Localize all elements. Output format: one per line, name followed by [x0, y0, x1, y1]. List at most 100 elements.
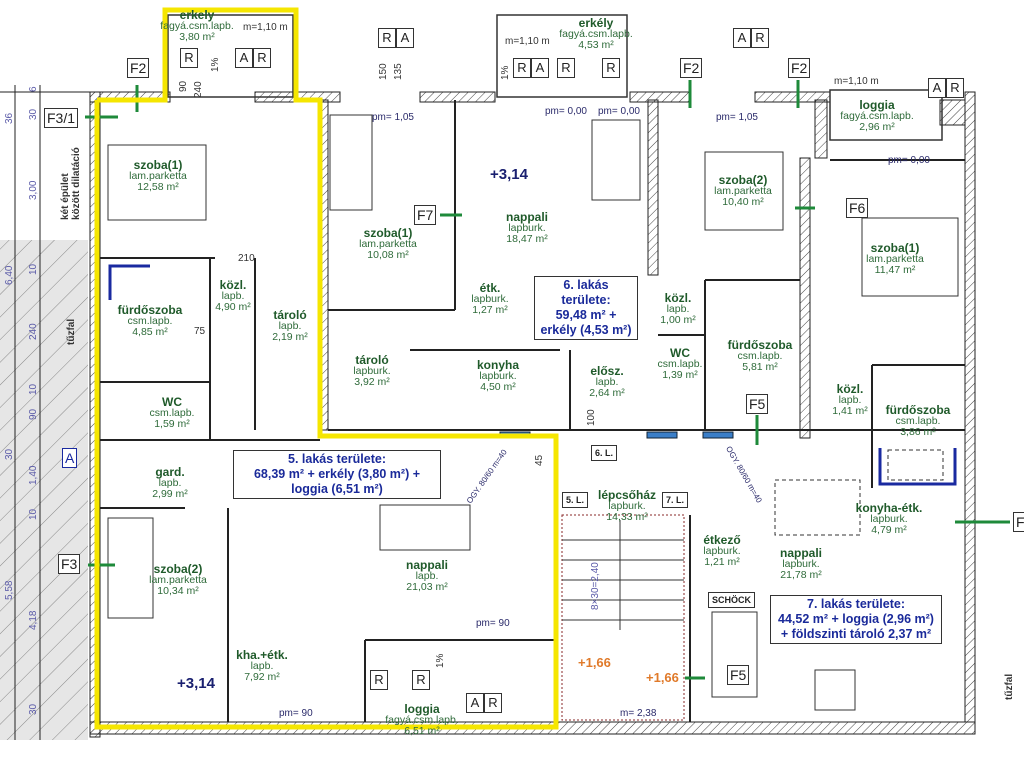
- landing-level-marker: +1,66: [646, 670, 679, 685]
- room-name: erkely: [179, 8, 215, 22]
- section-tag-f2: F2: [127, 58, 150, 78]
- dim-left: 30: [4, 448, 15, 460]
- tag-r: R: [180, 48, 198, 68]
- room-floor: lapb.: [278, 320, 302, 332]
- level-marker: +3,14: [177, 675, 215, 692]
- room-area: 2,64 m²: [589, 387, 625, 399]
- dimension-lines: [0, 85, 90, 740]
- railing-height: m=1,10 m: [243, 22, 288, 33]
- tag-r: R: [412, 670, 430, 690]
- dim-left: 10: [28, 383, 39, 395]
- parapet-height: pm= 0,00: [888, 155, 930, 166]
- room-name: konyha-étk.: [855, 501, 923, 515]
- room-name: gard.: [155, 465, 185, 479]
- section-tag-f7: F7: [414, 205, 437, 225]
- apartment-balcony: erkély (4,53 m²): [540, 323, 632, 337]
- section-tag-f2: F2: [788, 58, 811, 78]
- ra-tag: R: [602, 58, 620, 78]
- room-floor: lapb.: [838, 394, 862, 406]
- room-name: loggia: [859, 98, 895, 112]
- room-name: szoba(1): [870, 241, 920, 255]
- room-area: 18,47 m²: [506, 233, 548, 245]
- room-floor: lapburk.: [703, 545, 741, 557]
- section-tag-f6: F6: [846, 198, 869, 218]
- room-name: nappali: [405, 558, 449, 572]
- room-area: 10,40 m²: [722, 196, 764, 208]
- room-area: 10,34 m²: [157, 585, 199, 597]
- room-name: szoba(2): [718, 173, 768, 187]
- room-floor: fagyá.csm.lapb.: [840, 110, 914, 122]
- parapet-height: pm= 90: [476, 618, 510, 629]
- tag-a: A: [396, 28, 414, 48]
- room-label: közl.lapb.1,00 m²: [660, 291, 696, 326]
- apartment-7-area-box: 7. lakás területe: 44,52 m² + loggia (2,…: [770, 595, 942, 644]
- room-area: 1,27 m²: [472, 304, 508, 316]
- room-name: közl.: [836, 382, 864, 396]
- opening-dim: 100: [586, 409, 597, 426]
- tag-r: R: [378, 28, 396, 48]
- room-name: fürdőszoba: [727, 338, 793, 352]
- dim-left: 4,18: [28, 610, 39, 630]
- room-name: erkély: [578, 16, 614, 30]
- room-area: 5,81 m²: [742, 361, 778, 373]
- room-name: WC: [670, 346, 690, 360]
- room-name: étkező: [703, 533, 741, 547]
- room-name: nappali: [779, 546, 823, 560]
- room-name: loggia: [404, 702, 440, 716]
- section-marks: [85, 80, 1010, 680]
- room-name: étk.: [479, 281, 501, 295]
- parapet-height: pm= 1,05: [716, 112, 758, 123]
- room-area: 6,51 m²: [404, 725, 440, 737]
- furniture: [107, 114, 959, 711]
- room-floor: fagyá.csm.lapb.: [160, 20, 234, 32]
- room-floor: lapb.: [250, 660, 274, 672]
- dim-left: 240: [28, 323, 39, 340]
- room-floor: lam.parketta: [714, 185, 772, 197]
- room-name: nappali: [505, 210, 549, 224]
- landing-level-marker: +1,66: [578, 655, 611, 670]
- room-floor: lapburk.: [479, 370, 517, 382]
- shower-bath-outline: [108, 264, 957, 486]
- room-floor: lam.parketta: [129, 170, 187, 182]
- apartment-storage: + földszinti tároló 2,37 m²: [780, 627, 932, 641]
- room-name: konyha: [476, 358, 520, 372]
- room-floor: lapb.: [595, 376, 619, 388]
- room-area: 3,80 m²: [179, 31, 215, 43]
- tag-r: R: [602, 58, 620, 78]
- room-name: kha.+étk.: [236, 648, 288, 662]
- room-area: 14,33 m²: [606, 511, 648, 523]
- opening-dim: 135: [393, 63, 404, 80]
- schock-label: SCHÖCK: [708, 592, 756, 608]
- level-marker: +3,14: [490, 166, 528, 183]
- section-tag-f5: F5: [727, 665, 750, 685]
- room-name: közl.: [664, 291, 692, 305]
- room-label: kha.+étk.lapb.7,92 m²: [236, 648, 288, 683]
- room-area: 1,00 m²: [660, 314, 696, 326]
- tag-a: A: [235, 48, 253, 68]
- dim-left: 1,40: [28, 465, 39, 485]
- tag-r: R: [253, 48, 271, 68]
- room-area: 11,47 m²: [874, 264, 916, 276]
- room-name: elősz.: [590, 364, 624, 378]
- dim-left: 5,58: [4, 580, 15, 600]
- room-area: 2,19 m²: [272, 331, 308, 343]
- room-area: 4,90 m²: [215, 301, 251, 313]
- stair-label-5: 5. L.: [562, 492, 589, 508]
- room-name: közl.: [219, 278, 247, 292]
- section-tag-f3-1: F3/1: [44, 108, 79, 128]
- section-tag-f5: F5: [746, 394, 769, 414]
- room-area: 2,96 m²: [859, 121, 895, 133]
